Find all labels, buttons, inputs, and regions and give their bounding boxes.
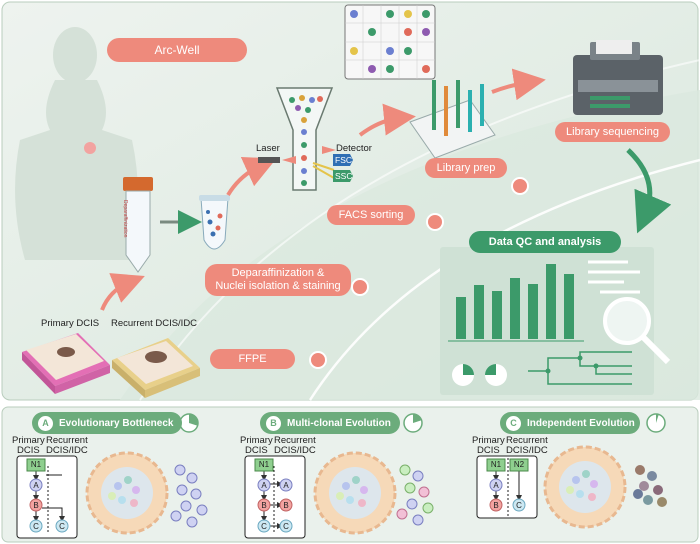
recurrent-dcis-label: Recurrent DCIS/IDC [111,318,198,329]
node-c-c: C [516,501,522,510]
node-b-b1: B [261,501,267,510]
tree-a-primary-header: Primary DCIS [12,435,45,456]
panel-a-title-text: Evolutionary Bottleneck [59,417,174,429]
node-b-a2: A [283,481,289,490]
fsc-label: FSC [335,155,352,165]
tumor-cluster-b [313,451,434,535]
node-a-b: B [33,501,39,510]
badge-a: A [38,415,53,431]
patient-silhouette [15,27,139,260]
tumor-spot [84,142,96,154]
library-prep-label: Library prep [425,158,507,178]
tree-a-recurrent-header: Recurrent DCIS/IDC [46,435,88,456]
well-plate [344,4,436,80]
node-b-b2: B [283,501,289,510]
detector-label: Detector [336,143,372,154]
ffpe-label: FFPE [210,349,295,369]
arrow-slides [100,273,145,311]
panel-b-title-text: Multi-clonal Evolution [287,417,391,429]
panel-c-title: C Independent Evolution [500,412,640,434]
panel-c-title-text: Independent Evolution [527,417,635,429]
tree-box-b [244,455,306,539]
tumor-cluster-c [543,445,667,529]
sample-tube [199,195,230,250]
tree-b-primary-header: Primary DCIS [240,435,273,456]
pie-c [646,413,666,433]
fsc-tag [333,154,353,166]
node-a-a: A [33,481,39,490]
tube-label: Deparaffinization [122,200,128,238]
library-prep-plate [409,80,496,159]
tree-a-edges [33,466,65,532]
node-c-b: B [493,501,499,510]
node-c-a: A [493,481,499,490]
deparaffinization-label: Deparaffinization & Nuclei isolation & s… [205,264,351,296]
flow-cytometer [258,87,336,191]
facs-sorting-label: FACS sorting [327,205,415,225]
ffpe-block-recurrent [112,338,200,398]
laser-label: Laser [256,143,280,154]
node-b-c1: C [261,522,267,531]
arrow-analysis [626,148,672,234]
ffpe-block-primary [22,333,110,394]
workflow-dots [309,177,529,369]
node-b-n1: N1 [258,460,270,469]
analysis-dashboard [440,247,671,395]
library-sequencing-label: Library sequencing [555,122,670,142]
ssc-label: SSC [335,171,353,181]
node-c-n1: N1 [490,460,502,469]
tree-c-primary-header: Primary DCIS [472,435,505,456]
centrifuge-tube [123,177,153,273]
primary-dcis-label: Primary DCIS [41,318,100,329]
tumor-cluster-a [85,451,208,535]
badge-b: B [266,415,281,431]
node-a-c1: C [33,522,39,531]
tree-c-edges [493,458,522,516]
data-qc-label: Data QC and analysis [469,231,621,253]
tree-b-edges [261,466,283,532]
tree-b-recurrent-header: Recurrent DCIS/IDC [274,435,316,456]
panel-b-title: B Multi-clonal Evolution [260,412,400,434]
node-b-a1: A [261,481,267,490]
sequencer-machine [573,40,663,115]
arrow-libprep [358,103,416,137]
arrow-sequencer [491,68,546,101]
arc-well-title: Arc-Well [107,38,247,62]
arrow-facs [226,157,277,197]
node-a-c2: C [59,522,65,531]
pie-a [179,413,199,433]
node-a-n1: N1 [30,460,42,469]
tree-c-recurrent-header: Recurrent DCIS/IDC [506,435,548,456]
panel-a-title: A Evolutionary Bottleneck [32,412,182,434]
tree-nodes [26,458,529,533]
pie-b [403,413,423,433]
badge-c: C [506,415,521,431]
node-c-n2: N2 [513,460,525,469]
node-b-c2: C [283,522,289,531]
ssc-tag [333,170,353,182]
